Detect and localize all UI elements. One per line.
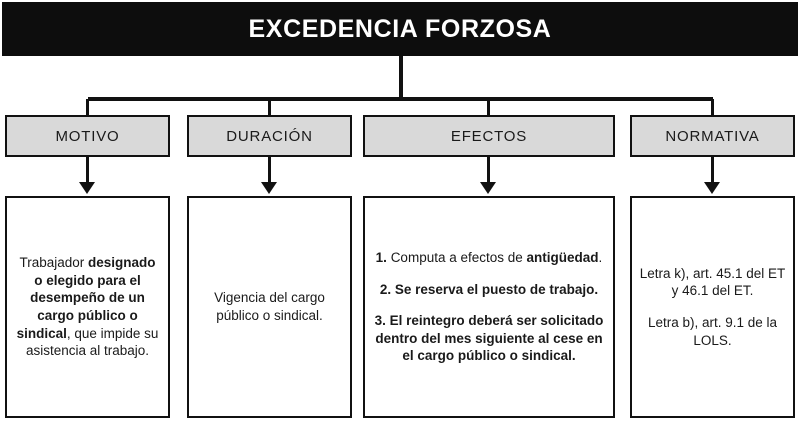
content-paragraph: 2. Se reserva el puesto de trabajo. <box>379 281 599 297</box>
connector-branch-normativa <box>711 99 714 121</box>
arrow-head-content-efectos <box>480 182 496 194</box>
content-paragraph: Letra k), art. 45.1 del ET y 46.1 del ET… <box>639 265 786 299</box>
arrow-head-content-duracion <box>261 182 277 194</box>
connector-trunk-vertical <box>399 56 403 99</box>
connector-mid-duracion <box>268 157 271 184</box>
content-paragraph: Trabajador designado o elegido para el d… <box>16 255 159 359</box>
diagram-header: EXCEDENCIA FORZOSA <box>2 2 798 56</box>
connector-mid-motivo <box>86 157 89 184</box>
content-paragraph: 3. El reintegro deberá ser solicitado de… <box>374 313 604 364</box>
category-label-duracion: DURACIÓN <box>226 127 313 145</box>
content-box-motivo: Trabajador designado o elegido para el d… <box>5 196 170 418</box>
content-box-efectos: 1. Computa a efectos de antigüedad. 2. Se… <box>363 196 615 418</box>
content-text-efectos: 1. Computa a efectos de antigüedad. 2. Se… <box>372 249 606 365</box>
page-title: EXCEDENCIA FORZOSA <box>248 14 552 43</box>
category-box-motivo: MOTIVO <box>5 115 170 157</box>
connector-branch-duracion <box>268 99 271 121</box>
content-paragraph: Vigencia del cargo público o sindical. <box>214 290 325 323</box>
connector-distribution-bar <box>88 97 713 101</box>
category-label-normativa: NORMATIVA <box>665 127 760 145</box>
category-box-normativa: NORMATIVA <box>630 115 795 157</box>
content-text-motivo: Trabajador designado o elegido para el d… <box>14 254 161 359</box>
content-box-normativa: Letra k), art. 45.1 del ET y 46.1 del ET… <box>630 196 795 418</box>
category-label-efectos: EFECTOS <box>450 127 528 145</box>
content-paragraph: Letra b), art. 9.1 de la LOLS. <box>647 315 778 348</box>
connector-branch-motivo <box>86 99 89 121</box>
arrow-head-content-motivo <box>79 182 95 194</box>
content-paragraph: 1. Computa a efectos de antigüedad. <box>375 250 603 266</box>
connector-branch-efectos <box>487 99 490 121</box>
content-text-normativa: Letra k), art. 45.1 del ET y 46.1 del ET… <box>639 265 786 349</box>
connector-mid-normativa <box>711 157 714 184</box>
connector-mid-efectos <box>487 157 490 184</box>
category-box-efectos: EFECTOS <box>363 115 615 157</box>
category-label-motivo: MOTIVO <box>55 127 120 145</box>
arrow-head-content-normativa <box>704 182 720 194</box>
content-text-duracion: Vigencia del cargo público o sindical. <box>196 289 343 324</box>
category-box-duracion: DURACIÓN <box>187 115 352 157</box>
content-box-duracion: Vigencia del cargo público o sindical. <box>187 196 352 418</box>
